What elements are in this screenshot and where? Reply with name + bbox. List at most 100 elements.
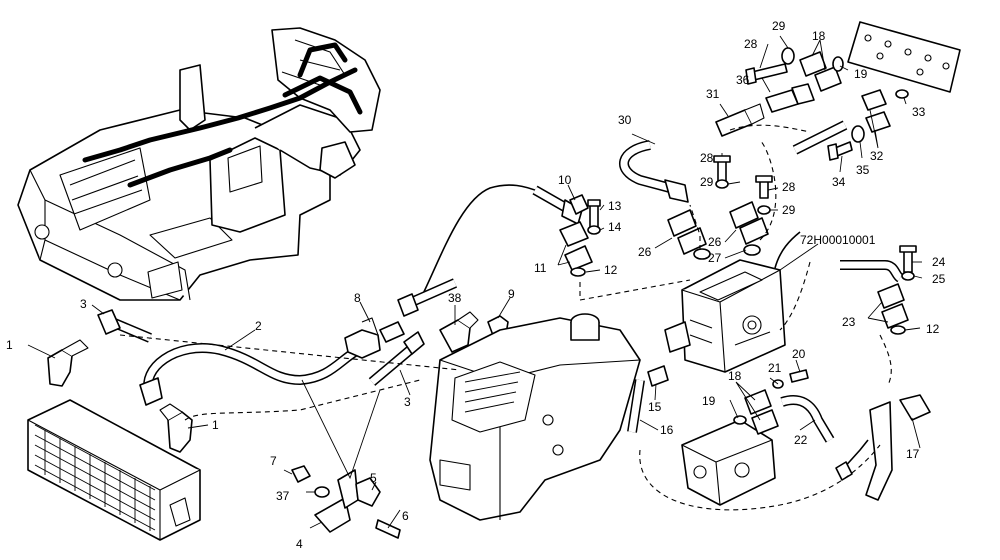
diagram-code: 72H00010001 <box>800 233 876 247</box>
clamp-26b <box>729 201 769 245</box>
flange-plate <box>847 21 961 93</box>
elbow-fitting-1b <box>159 403 193 453</box>
machine-frame <box>17 27 381 301</box>
hose-3a <box>97 309 152 343</box>
clamps-18a <box>799 51 842 92</box>
callout-22: 22 <box>794 433 808 447</box>
callout-30: 30 <box>618 113 632 127</box>
callout-31: 31 <box>706 87 720 101</box>
tee-fitting-8 <box>344 317 405 359</box>
washer-12a <box>570 267 586 277</box>
callout-1: 1 <box>6 338 13 352</box>
elbow-fitting-1a <box>47 339 89 387</box>
bolt-34 <box>827 141 853 161</box>
callout-18: 18 <box>728 369 742 383</box>
callout-27: 27 <box>708 251 722 265</box>
callout-26: 26 <box>638 245 652 259</box>
bolt-24 <box>899 245 917 273</box>
callout-16: 16 <box>660 423 674 437</box>
washer-29a <box>715 179 729 189</box>
hose-30 <box>619 140 689 203</box>
callout-4: 4 <box>296 537 303 551</box>
hose-2 <box>139 343 363 406</box>
callout-28: 28 <box>744 37 758 51</box>
callout-19: 19 <box>702 394 716 408</box>
callout-38: 38 <box>448 291 462 305</box>
washer-19b <box>733 415 747 425</box>
clamps-23 <box>877 283 909 329</box>
fitting-36 <box>765 83 815 113</box>
clamp-halves-11 <box>559 221 593 271</box>
washer-27 <box>693 244 761 260</box>
callout-28: 28 <box>700 151 714 165</box>
callout-35: 35 <box>856 163 870 177</box>
washer-12b <box>890 325 906 335</box>
callout-3: 3 <box>80 297 87 311</box>
bolt-28c <box>745 63 788 85</box>
callout-10: 10 <box>558 173 572 187</box>
callout-11: 11 <box>534 261 547 275</box>
leader-lines <box>27 35 923 529</box>
leader-group-2 <box>301 379 381 480</box>
callout-36: 36 <box>736 73 750 87</box>
callout-2: 2 <box>255 319 262 333</box>
callout-7: 7 <box>270 454 277 468</box>
routing-lines <box>119 124 892 511</box>
sensor-17 <box>835 394 931 501</box>
bolt-28b <box>755 175 773 199</box>
callout-26: 26 <box>708 235 722 249</box>
clamp-26a <box>667 209 707 255</box>
bracket-4 <box>314 469 359 533</box>
clamps-32 <box>861 89 891 133</box>
callout-15: 15 <box>648 400 662 414</box>
hose-24 <box>840 260 904 283</box>
callout-29: 29 <box>700 175 714 189</box>
washer-19a <box>832 56 844 72</box>
callout-18: 18 <box>812 29 826 43</box>
hose-16 <box>627 379 645 433</box>
callout-23: 23 <box>842 315 856 329</box>
washer-14 <box>587 225 601 235</box>
nut-7 <box>291 465 311 483</box>
callout-3: 3 <box>404 395 411 409</box>
callout-8: 8 <box>354 291 361 305</box>
callout-29: 29 <box>782 203 796 217</box>
hose-22 <box>780 395 835 443</box>
callout-25: 25 <box>932 272 946 286</box>
callout-37: 37 <box>276 489 290 503</box>
washer-37 <box>314 486 330 498</box>
callout-9: 9 <box>508 287 515 301</box>
bolt-28a <box>713 155 731 183</box>
control-valve <box>664 231 801 373</box>
callout-14: 14 <box>608 220 622 234</box>
hydraulic-tank <box>429 313 641 521</box>
callout-6: 6 <box>402 509 409 523</box>
washer-25 <box>901 271 915 281</box>
bolt-13 <box>587 199 601 229</box>
callout-12: 12 <box>604 263 618 277</box>
callout-29: 29 <box>772 19 786 33</box>
hose-3b <box>368 331 425 386</box>
callout-33: 33 <box>912 105 926 119</box>
bolt-20 <box>789 369 809 383</box>
fitting-35-hose <box>792 120 865 155</box>
callout-28: 28 <box>782 180 796 194</box>
oil-cooler <box>27 399 201 541</box>
callout-labels: 1 1 2 3 3 4 5 6 7 8 9 10 11 12 12 13 14 … <box>6 19 946 551</box>
callout-24: 24 <box>932 255 946 269</box>
callout-13: 13 <box>608 199 622 213</box>
callout-19: 19 <box>854 67 868 81</box>
fitting-15 <box>647 365 669 387</box>
callout-1: 1 <box>212 418 219 432</box>
callout-32: 32 <box>870 149 884 163</box>
washer-33 <box>895 89 909 99</box>
callout-34: 34 <box>832 175 846 189</box>
callout-12: 12 <box>926 322 940 336</box>
clamps-18b <box>744 389 779 435</box>
screw-6 <box>375 519 401 539</box>
callout-17: 17 <box>906 447 920 461</box>
callout-20: 20 <box>792 347 806 361</box>
washer-29c <box>781 47 795 65</box>
suction-hose <box>397 184 583 317</box>
